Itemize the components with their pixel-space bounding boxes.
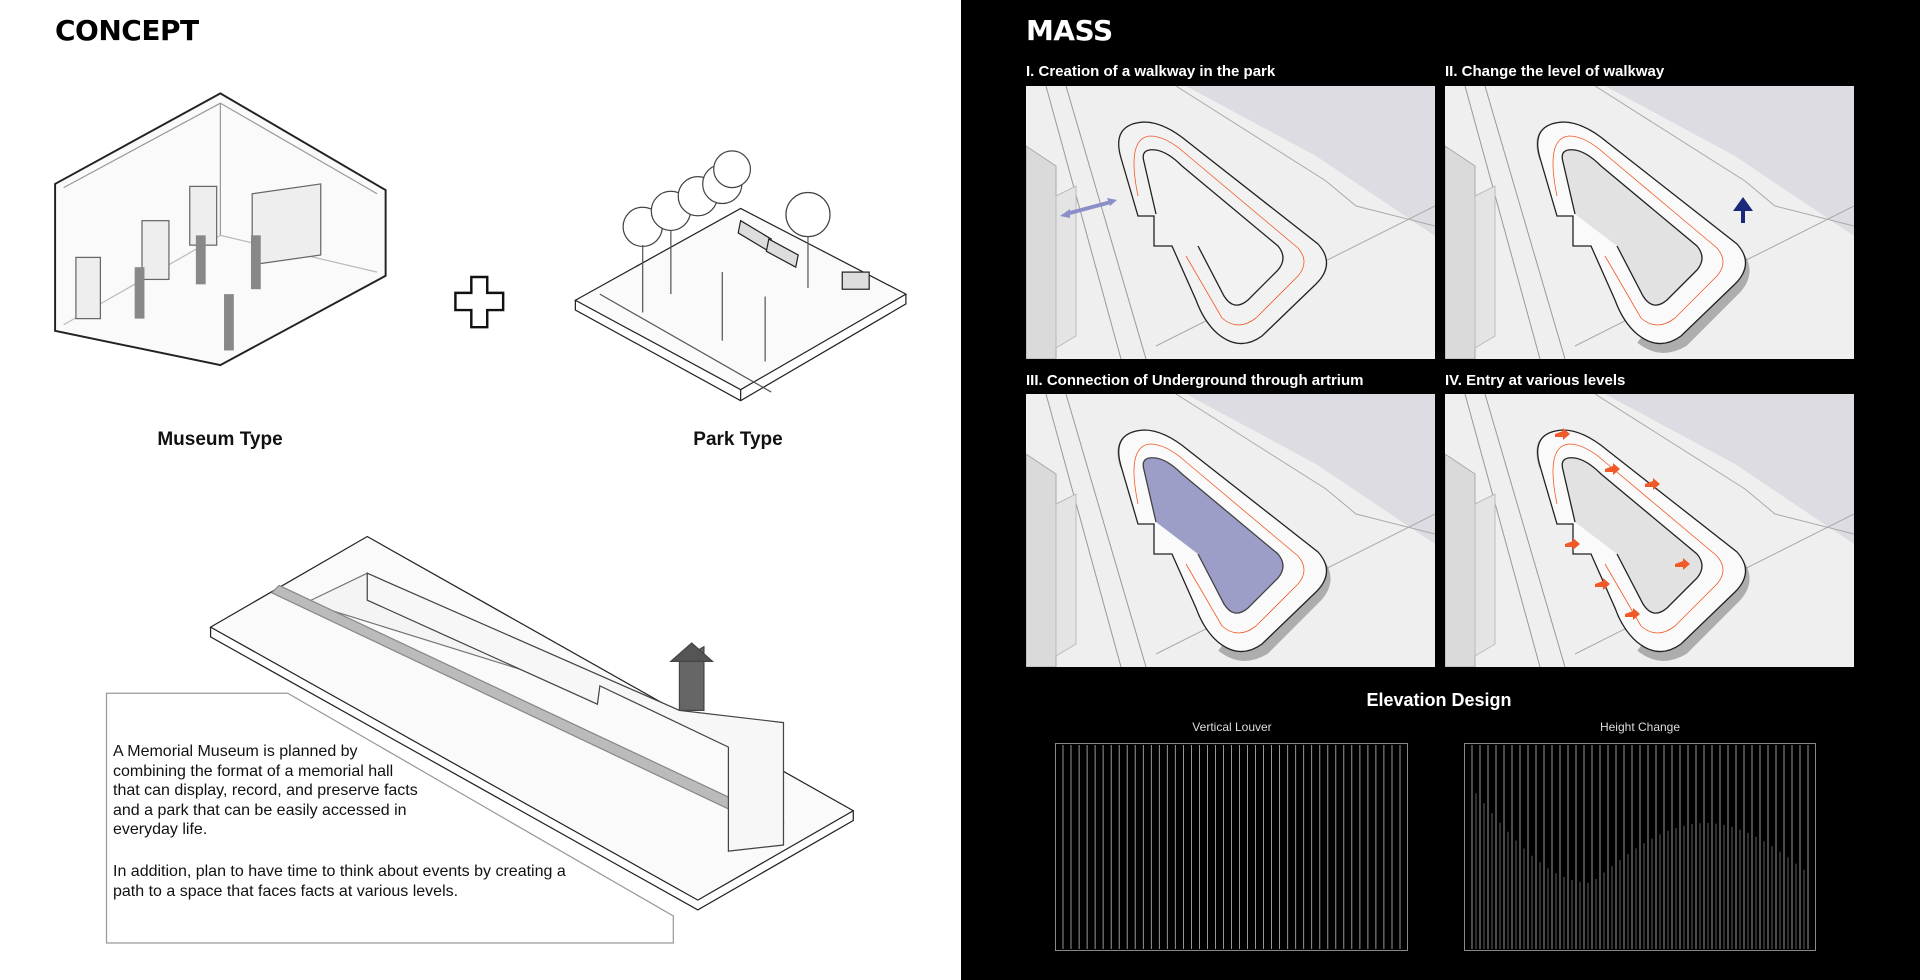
museum-type-illustration: [54, 92, 387, 367]
description-paragraph-1: A Memorial Museum is planned by combinin…: [113, 743, 418, 838]
description-paragraph-2: In addition, plan to have time to think …: [113, 863, 566, 900]
concept-title: CONCEPT: [55, 14, 199, 47]
concept-drawings: [54, 92, 908, 944]
park-type-label: Park Type: [693, 429, 783, 450]
panel-3-label: III. Connection of Underground through a…: [1026, 372, 1364, 389]
mass-panel-walkway: [1026, 86, 1435, 359]
mass-section: MASS I. Creation of a walkway in the par…: [961, 0, 1920, 980]
park-type-illustration: [574, 150, 908, 402]
panel-2-label: II. Change the level of walkway: [1445, 63, 1665, 80]
mass-title: MASS: [1026, 14, 1113, 47]
description-box: [105, 692, 674, 944]
museum-type-label: Museum Type: [157, 429, 283, 450]
mass-panel-atrium: [1026, 394, 1435, 667]
plus-icon: [454, 275, 505, 329]
height-change-elevation: [1464, 743, 1816, 951]
memorial-museum-illustration: [209, 535, 855, 911]
panel-1-label: I. Creation of a walkway in the park: [1026, 63, 1276, 80]
concept-section: CONCEPT: [54, 14, 908, 944]
panel-4-label: IV. Entry at various levels: [1445, 372, 1626, 389]
mass-panel-level-change: [1445, 86, 1854, 359]
vertical-louver-label: Vertical Louver: [1192, 720, 1272, 734]
elevation-design-title: Elevation Design: [1366, 690, 1512, 710]
height-change-label: Height Change: [1599, 720, 1681, 734]
mass-panel-entries: [1445, 394, 1854, 667]
vertical-louver-elevation: [1055, 743, 1408, 951]
